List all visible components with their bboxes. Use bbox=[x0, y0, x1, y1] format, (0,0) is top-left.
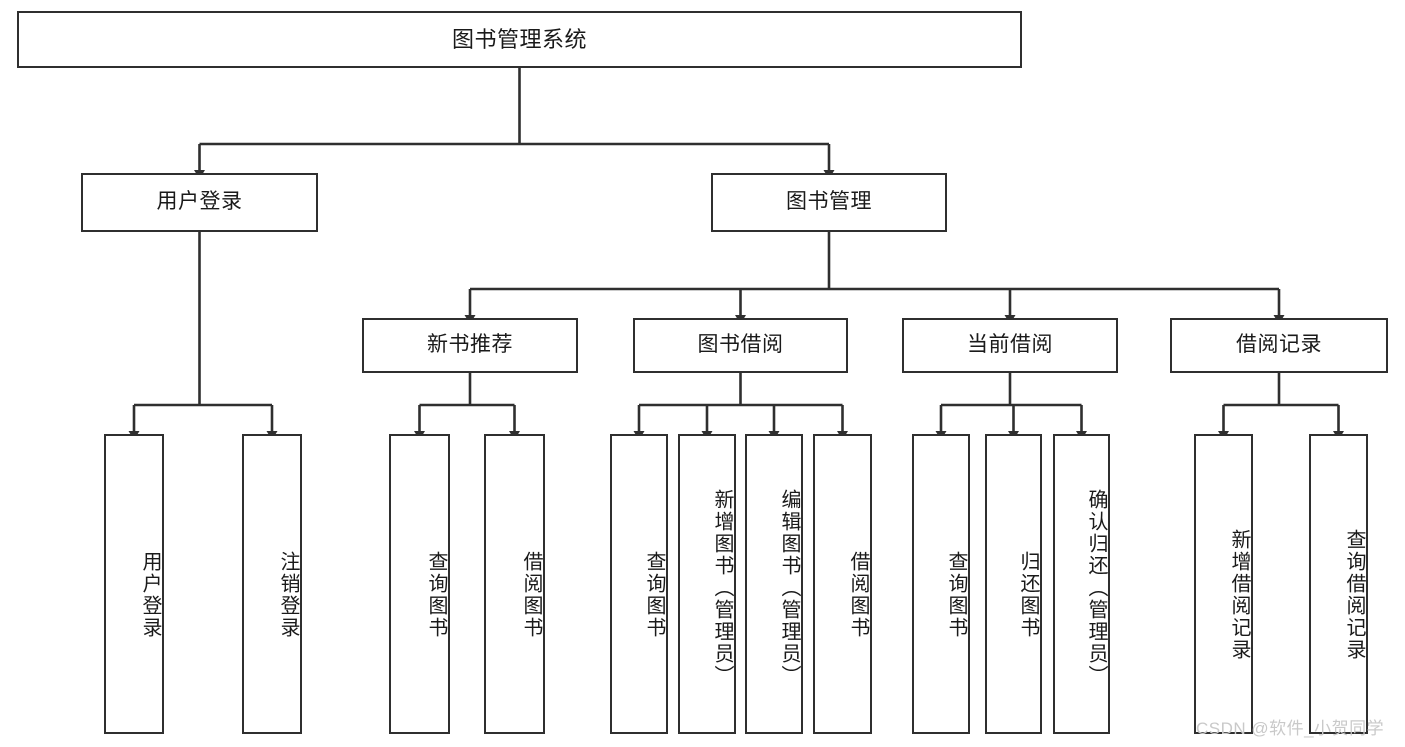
node-l2[interactable]: 注销登录 bbox=[242, 434, 302, 734]
node-l6[interactable]: 新增图书（管理员） bbox=[678, 434, 736, 734]
node-n_rec[interactable]: 借阅记录 bbox=[1170, 318, 1388, 373]
node-label: 用户登录 bbox=[156, 190, 243, 214]
node-l1[interactable]: 用户登录 bbox=[104, 434, 164, 734]
node-label: 用户登录 bbox=[139, 551, 161, 639]
node-label: 注销登录 bbox=[277, 551, 299, 639]
watermark-text: CSDN @软件_小贺同学 bbox=[1196, 719, 1385, 738]
node-l5[interactable]: 查询图书 bbox=[610, 434, 668, 734]
node-label: 图书管理系统 bbox=[451, 26, 587, 52]
node-l12[interactable]: 新增借阅记录 bbox=[1194, 434, 1253, 734]
node-label: 借阅图书 bbox=[520, 551, 542, 639]
node-label: 图书借阅 bbox=[697, 333, 784, 357]
node-l10[interactable]: 归还图书 bbox=[985, 434, 1042, 734]
node-l7[interactable]: 编辑图书（管理员） bbox=[745, 434, 803, 734]
node-l3[interactable]: 查询图书 bbox=[389, 434, 450, 734]
node-label: 借阅记录 bbox=[1236, 333, 1322, 357]
node-label: 归还图书 bbox=[1017, 551, 1039, 639]
node-l4[interactable]: 借阅图书 bbox=[484, 434, 545, 734]
node-label: 图书管理 bbox=[786, 190, 872, 214]
node-label: 查询图书 bbox=[945, 551, 967, 639]
node-label: 编辑图书（管理员） bbox=[778, 489, 800, 687]
node-label: 当前借阅 bbox=[967, 333, 1053, 357]
node-n_book[interactable]: 图书管理 bbox=[711, 173, 947, 232]
node-n_new[interactable]: 新书推荐 bbox=[362, 318, 578, 373]
node-l9[interactable]: 查询图书 bbox=[912, 434, 970, 734]
node-n_cur[interactable]: 当前借阅 bbox=[902, 318, 1118, 373]
node-label: 新增图书（管理员） bbox=[711, 489, 733, 687]
node-label: 查询图书 bbox=[425, 551, 447, 639]
node-label: 查询借阅记录 bbox=[1343, 529, 1365, 661]
node-label: 借阅图书 bbox=[847, 551, 869, 639]
node-label: 新书推荐 bbox=[427, 333, 513, 357]
node-label: 新增借阅记录 bbox=[1228, 529, 1250, 661]
node-l11[interactable]: 确认归还（管理员） bbox=[1053, 434, 1110, 734]
node-l13[interactable]: 查询借阅记录 bbox=[1309, 434, 1368, 734]
node-label: 查询图书 bbox=[643, 551, 665, 639]
node-n_user[interactable]: 用户登录 bbox=[81, 173, 318, 232]
node-l8[interactable]: 借阅图书 bbox=[813, 434, 872, 734]
node-label: 确认归还（管理员） bbox=[1085, 489, 1107, 687]
node-root[interactable]: 图书管理系统 bbox=[17, 11, 1022, 68]
node-n_lend[interactable]: 图书借阅 bbox=[633, 318, 848, 373]
